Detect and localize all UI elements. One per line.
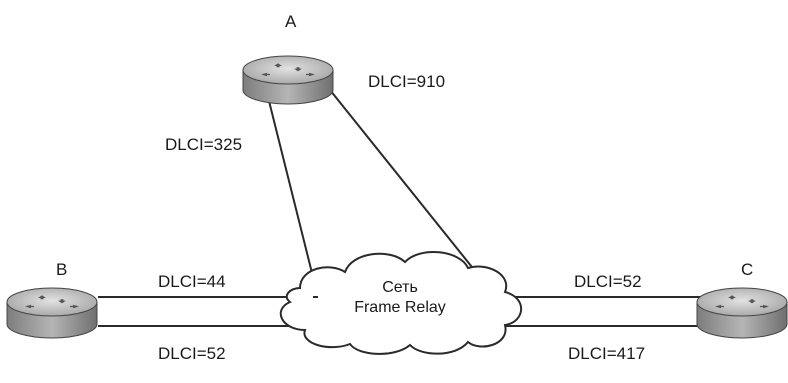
cloud-label: Сеть Frame Relay bbox=[345, 278, 455, 318]
dlci-a-to-b-label: DLCI=325 bbox=[165, 135, 243, 154]
frame-relay-cloud bbox=[279, 251, 523, 355]
dlci-b-to-a-label: DLCI=44 bbox=[158, 272, 226, 291]
router-b-label: B bbox=[56, 260, 68, 279]
router-b-icon bbox=[6, 287, 98, 339]
dlci-a-to-c-label: DLCI=910 bbox=[368, 72, 446, 91]
dlci-c-to-b-label: DLCI=417 bbox=[568, 344, 646, 363]
router-c-icon bbox=[696, 287, 788, 339]
link-a-b bbox=[267, 96, 319, 298]
cloud-label-line2: Frame Relay bbox=[354, 299, 446, 316]
router-a-icon bbox=[242, 55, 334, 105]
router-c-label: C bbox=[741, 260, 754, 279]
router-a-label: A bbox=[285, 12, 297, 31]
cloud-label-line1: Сеть bbox=[382, 279, 418, 296]
dlci-c-to-a-label: DLCI=52 bbox=[574, 272, 642, 291]
dlci-b-to-c-label: DLCI=52 bbox=[158, 344, 226, 363]
